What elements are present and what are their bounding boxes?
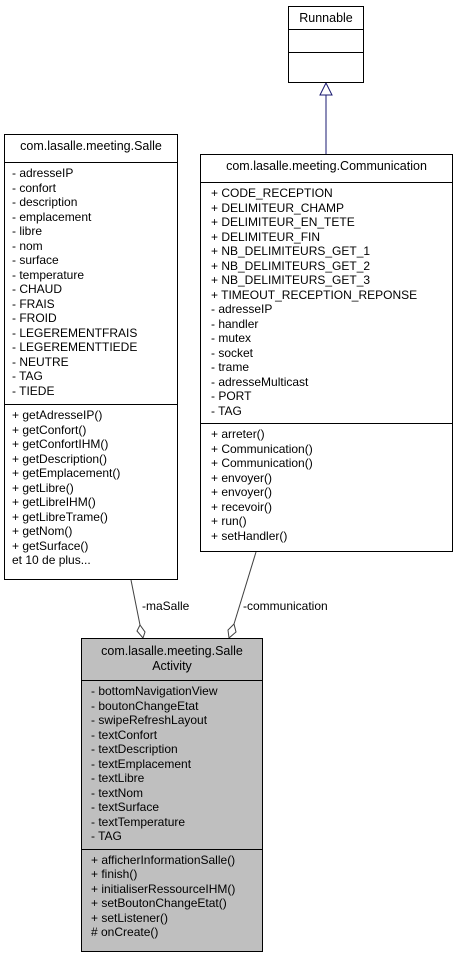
salle-activity-class-box: com.lasalle.meeting.Salle Activity - bot… xyxy=(81,638,263,952)
salle-activity-attribute: - textSurface xyxy=(91,800,160,814)
communication-class-box: com.lasalle.meeting.Communication + CODE… xyxy=(200,154,453,552)
salle-activity-method: + finish() xyxy=(91,867,138,881)
salle-activity-attribute: - textConfort xyxy=(91,727,158,742)
salle-attribute: - nom xyxy=(12,238,43,253)
salle-activity-method: + initialiserRessourceIHM() xyxy=(91,881,236,896)
salle-activity-method: + setBoutonChangeEtat() xyxy=(91,896,227,910)
salle-method: + getDescription() xyxy=(12,451,108,466)
salle-activity-attribute: - bottomNavigationView xyxy=(91,684,218,698)
runnable-title: Runnable xyxy=(299,11,353,25)
runnable-methods-section xyxy=(289,52,363,75)
salle-activity-attribute: - textEmplacement xyxy=(91,756,192,771)
communication-methods-section: + arreter()+ Communication()+ Communicat… xyxy=(201,423,452,545)
communication-method: + envoyer() xyxy=(211,485,273,499)
salle-method: + getAdresseIP() xyxy=(12,408,103,422)
communication-method: + envoyer() xyxy=(211,470,273,485)
communication-method: + Communication() xyxy=(211,441,313,456)
communication-attribute: - socket xyxy=(211,345,254,360)
communication-attribute: + NB_DELIMITEURS_GET_3 xyxy=(211,273,371,287)
communication-attribute: + TIMEOUT_RECEPTION_REPONSE xyxy=(211,287,418,302)
salle-attribute: - TIEDE xyxy=(12,383,55,398)
communication-attributes-section: + CODE_RECEPTION+ DELIMITEUR_CHAMP+ DELI… xyxy=(201,182,452,423)
salle-activity-attribute: - textDescription xyxy=(91,742,178,756)
communication-attribute: + DELIMITEUR_FIN xyxy=(211,229,321,244)
salle-attribute: - libre xyxy=(12,224,43,238)
salle-activity-methods-section: + afficherInformationSalle()+ finish()+ … xyxy=(82,848,262,942)
salle-attribute: - FRAIS xyxy=(12,296,55,311)
salle-attribute: - temperature xyxy=(12,267,85,282)
salle-attribute: - NEUTRE xyxy=(12,354,69,369)
inheritance-arrowhead xyxy=(319,81,333,96)
communication-attribute: + NB_DELIMITEURS_GET_2 xyxy=(211,258,371,273)
salle-attribute: - emplacement xyxy=(12,209,92,224)
salle-method: + getEmplacement() xyxy=(12,466,121,480)
salle-attribute: - TAG xyxy=(12,369,43,383)
communication-aggregation-diamond xyxy=(227,623,237,639)
communication-attribute: - adresseIP xyxy=(211,302,273,316)
salle-activity-method: # onCreate() xyxy=(91,925,159,939)
salle-title: com.lasalle.meeting.Salle xyxy=(20,139,162,153)
communication-attribute: + CODE_RECEPTION xyxy=(211,186,333,200)
communication-attribute: - mutex xyxy=(211,331,252,345)
communication-attribute: + DELIMITEUR_EN_TETE xyxy=(211,215,355,229)
communication-association-line xyxy=(233,551,257,625)
salle-activity-title-line1: com.lasalle.meeting.Salle xyxy=(101,644,243,658)
communication-method: + Communication() xyxy=(211,456,313,470)
communication-attribute: - TAG xyxy=(211,403,242,418)
communication-attribute: - adresseMulticast xyxy=(211,374,309,389)
salle-attribute: - FROID xyxy=(12,311,57,325)
salle-method: + getConfort() xyxy=(12,422,87,437)
salle-method: + getLibreTrame() xyxy=(12,509,108,524)
runnable-attributes-section xyxy=(289,29,363,52)
salle-attribute: - LEGEREMENTFRAIS xyxy=(12,325,138,340)
salle-activity-attribute: - textTemperature xyxy=(91,814,186,829)
communication-attribute: - PORT xyxy=(211,389,252,403)
salle-method: et 10 de plus... xyxy=(12,553,91,567)
salle-activity-method: + setListener() xyxy=(91,910,169,925)
salle-attribute: - adresseIP xyxy=(12,166,74,180)
salle-attribute: - confort xyxy=(12,180,57,195)
communication-attribute: - trame xyxy=(211,360,250,374)
salle-activity-attribute: - boutonChangeEtat xyxy=(91,698,199,713)
salle-methods-section: + getAdresseIP()+ getConfort()+ getConfo… xyxy=(5,404,177,570)
salle-method: + getLibre() xyxy=(12,480,74,495)
runnable-class-box: Runnable xyxy=(288,6,364,83)
communication-role-label: -communication xyxy=(243,599,328,613)
communication-method: + setHandler() xyxy=(211,528,288,543)
communication-method: + arreter() xyxy=(211,427,265,441)
salle-attributes-section: - adresseIP- confort- description- empla… xyxy=(5,162,177,404)
communication-title: com.lasalle.meeting.Communication xyxy=(226,159,427,173)
masalle-association-line xyxy=(130,579,141,626)
masalle-role-label: -maSalle xyxy=(142,599,190,613)
salle-method: + getLibreIHM() xyxy=(12,495,96,509)
salle-method: + getSurface() xyxy=(12,538,89,553)
masalle-aggregation-diamond xyxy=(136,624,146,639)
salle-activity-title: com.lasalle.meeting.Salle Activity xyxy=(82,639,262,680)
salle-activity-attributes-section: - bottomNavigationView- boutonChangeEtat… xyxy=(82,680,262,849)
communication-method: + recevoir() xyxy=(211,499,273,514)
salle-method: + getNom() xyxy=(12,524,73,538)
salle-activity-title-line2: Activity xyxy=(152,659,192,673)
salle-activity-attribute: - TAG xyxy=(91,829,122,843)
salle-activity-attribute: - textLibre xyxy=(91,771,145,785)
salle-attribute: - CHAUD xyxy=(12,282,62,296)
communication-attribute: + NB_DELIMITEURS_GET_1 xyxy=(211,244,371,258)
salle-attribute: - description xyxy=(12,195,78,209)
communication-attribute: - handler xyxy=(211,316,259,331)
salle-method: + getConfortIHM() xyxy=(12,437,109,451)
communication-method: + run() xyxy=(211,514,247,528)
salle-activity-attribute: - textNom xyxy=(91,785,144,800)
salle-activity-attribute: - swipeRefreshLayout xyxy=(91,713,208,727)
communication-attribute: + DELIMITEUR_CHAMP xyxy=(211,200,345,215)
salle-activity-method: + afficherInformationSalle() xyxy=(91,852,236,867)
salle-class-box: com.lasalle.meeting.Salle - adresseIP- c… xyxy=(4,134,178,580)
salle-attribute: - LEGEREMENTTIEDE xyxy=(12,340,138,354)
salle-attribute: - surface xyxy=(12,253,59,267)
